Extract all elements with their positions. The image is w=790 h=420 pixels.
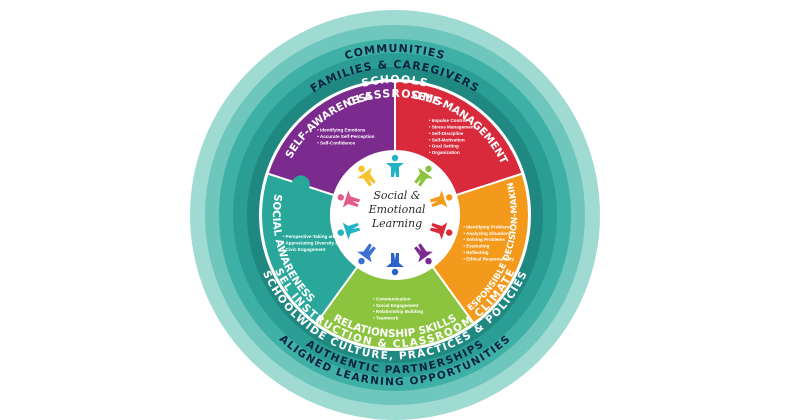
competency-item: • Self-Discipline [429,131,464,136]
person-figure [429,190,453,208]
competency-item: • Ethical Responsibility [463,256,514,261]
puzzle-piece-shape [314,265,476,350]
people-circle-icon [337,154,453,276]
competency-item: • Teamwork [373,316,399,321]
competency-item: • Impulse Control [429,118,467,123]
person-figure [414,165,433,187]
person-figure [337,190,361,208]
person-figure [429,222,453,240]
person-figure [386,253,404,276]
center-line-2: Emotional [368,203,426,216]
center-disk [333,153,457,277]
competency-item: • Goal Setting [429,144,459,149]
competency-item: • Appreciating Diversity and Respect for… [283,240,387,245]
competency-item: • Communication [373,296,411,301]
competency-item: • Analyzing Situations [463,231,511,236]
competency-item: • Self-Motivation [429,137,465,142]
competency-item: • Solving Problems [463,237,505,242]
competency-item: • Civic Engagement [283,247,326,252]
person-figure [386,154,404,177]
competency-item: • Identifying Problems [463,224,512,229]
competency-item: • Evaluating [463,244,489,249]
competency-item: • Self-Confidence [317,141,355,146]
center-line-3: Learning [371,217,422,230]
person-figure [357,243,376,265]
puzzle-piece-shape [394,79,524,197]
competency-item: • Relationship Building [373,309,423,314]
competency-item: • Accurate Self-Perception [317,134,375,139]
competency-item: • Organization [429,150,460,155]
puzzle-knob [291,175,310,194]
puzzle-piece-self-management: SELF-MANAGEMENT• Impulse Control• Stress… [394,79,524,197]
puzzle-piece-shape [431,172,530,325]
puzzle-piece-shape [260,172,359,325]
center-line-1: Social & [373,189,420,202]
person-figure [357,165,376,187]
competency-item: • Reflecting [463,250,488,255]
competency-item: • Identifying Emotions [317,128,366,133]
person-figure [337,222,361,240]
puzzle-piece-shape [266,79,396,197]
competency-item: • Stress Management [429,125,476,130]
person-figure [414,243,433,265]
puzzle-piece-social-awareness: SOCIAL AWARENESS• Perspective-Taking and… [260,172,387,325]
competency-item: • Social Engagement [373,303,419,308]
competency-item: • Perspective-Taking and Empathy [283,234,358,239]
